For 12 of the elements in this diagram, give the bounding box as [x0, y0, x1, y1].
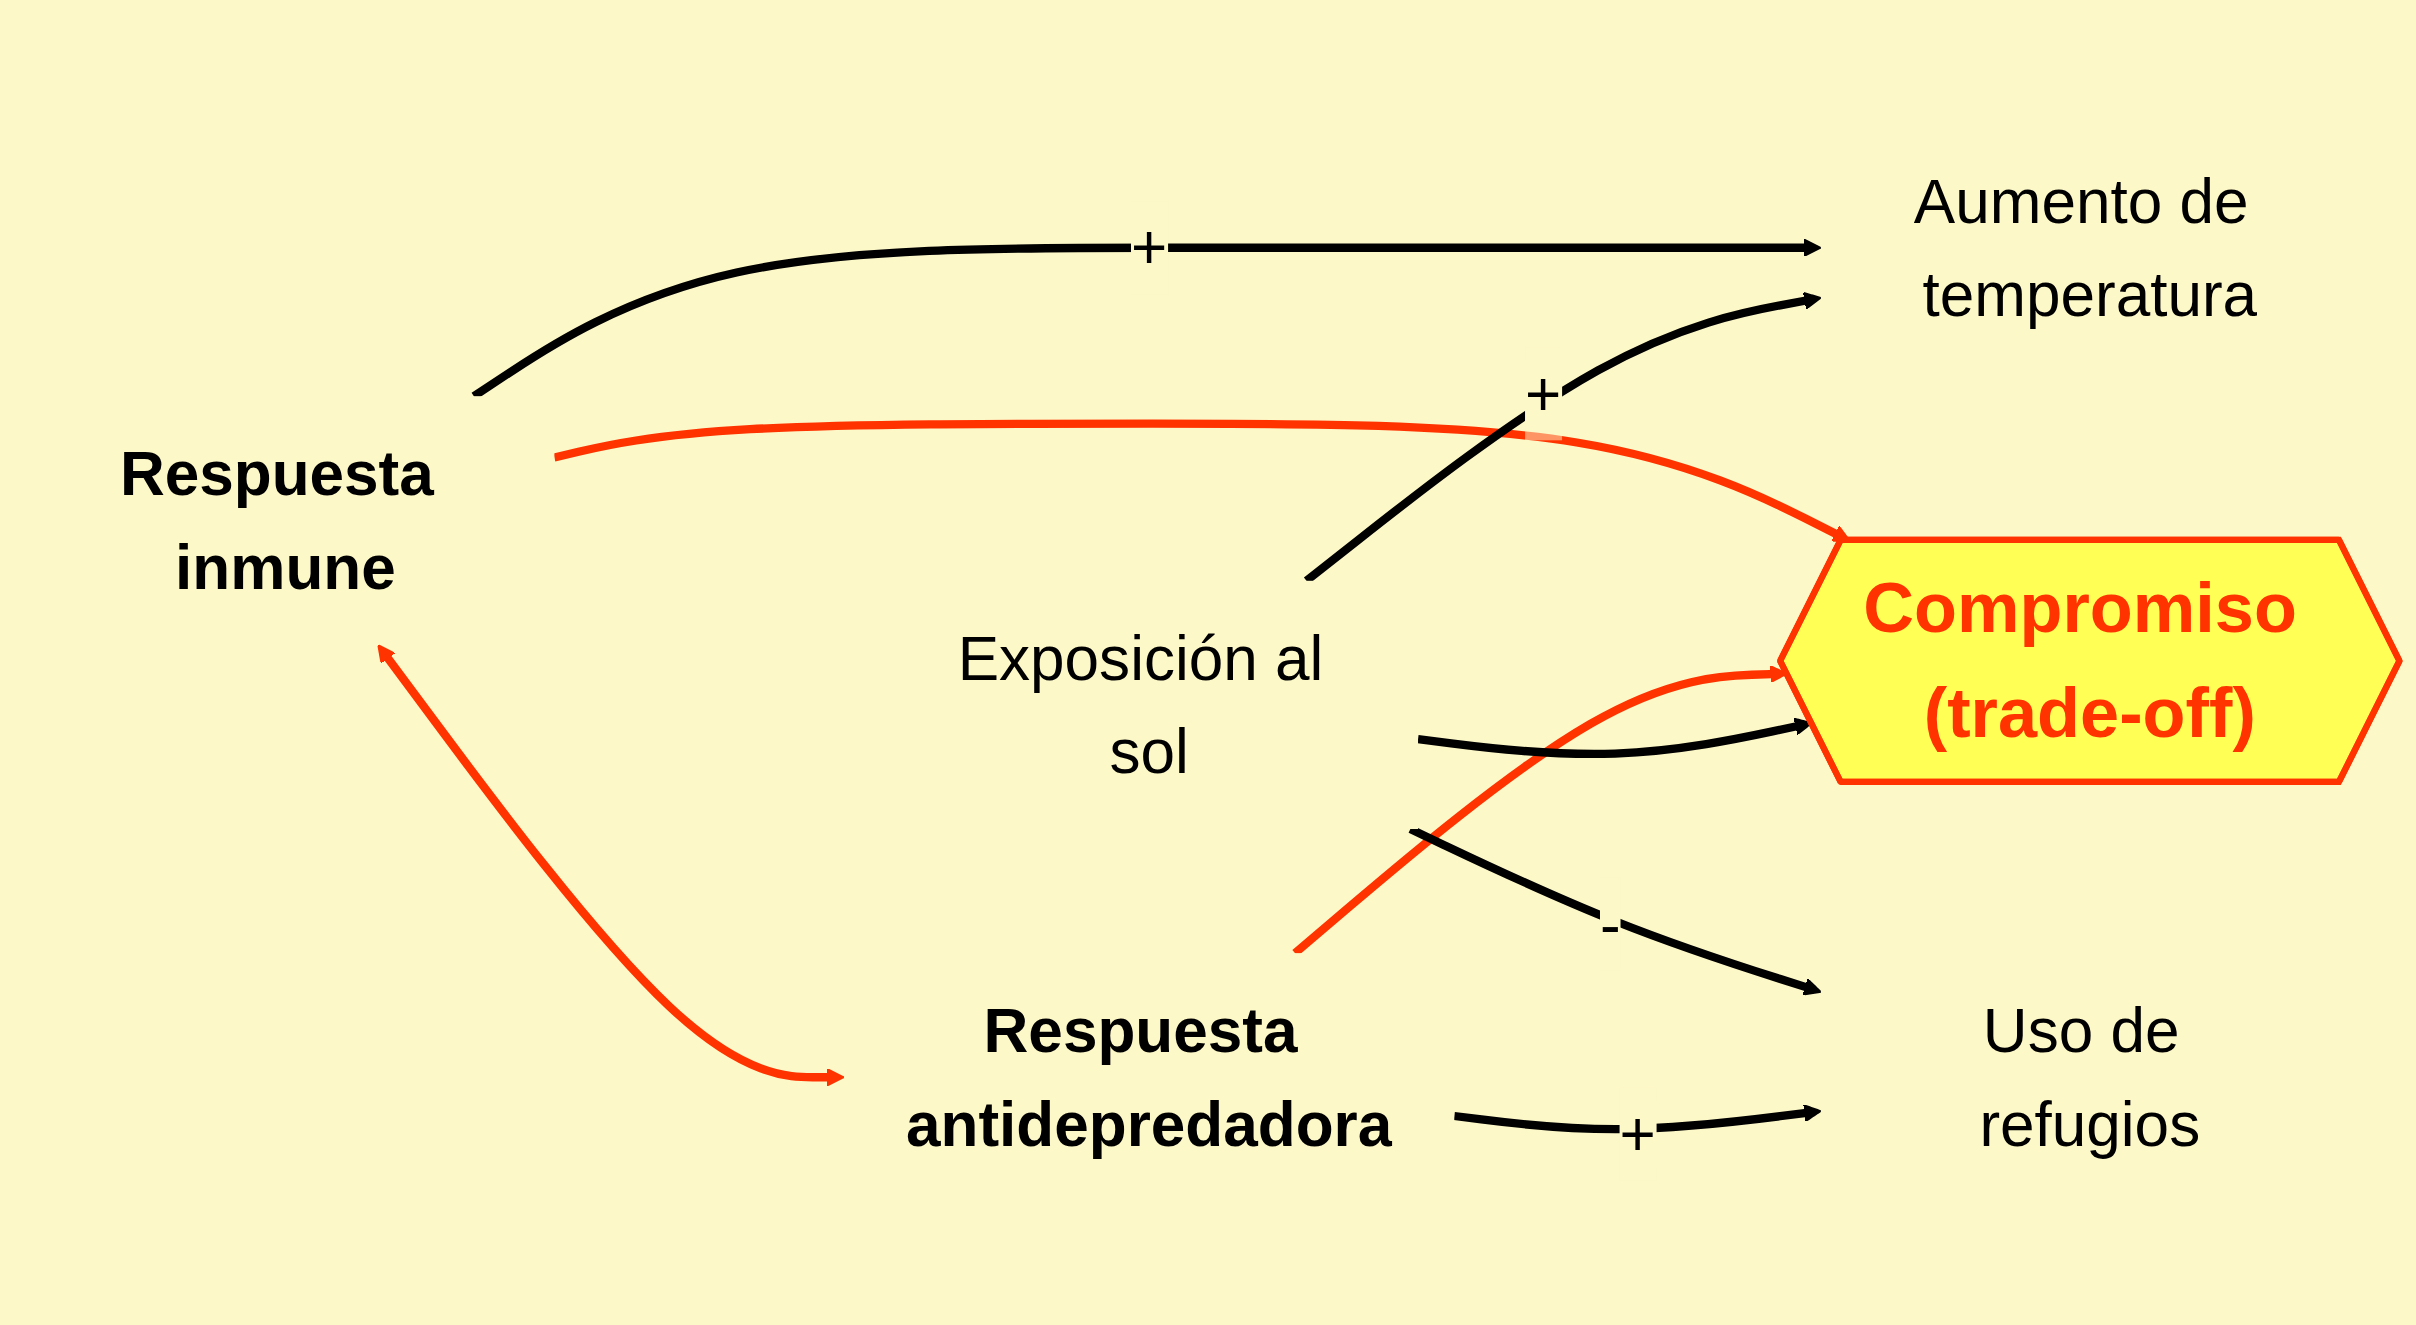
edge-label: - [1599, 889, 1621, 959]
edge-label: + [1130, 213, 1168, 282]
arrow [1408, 825, 1822, 996]
edge-label: + [1525, 359, 1562, 429]
edge-label: + [1619, 1100, 1656, 1169]
node-text: Aumento de temperatura [1913, 167, 2258, 329]
node-text: Respuesta inmune [119, 439, 434, 601]
node-text: Uso de refugios [1979, 996, 2201, 1158]
arrow [377, 644, 845, 1087]
arrow [1453, 1104, 1822, 1134]
node-text: Exposición al sol [957, 624, 1324, 786]
node-text: Respuesta antidepredadora [906, 996, 1393, 1158]
